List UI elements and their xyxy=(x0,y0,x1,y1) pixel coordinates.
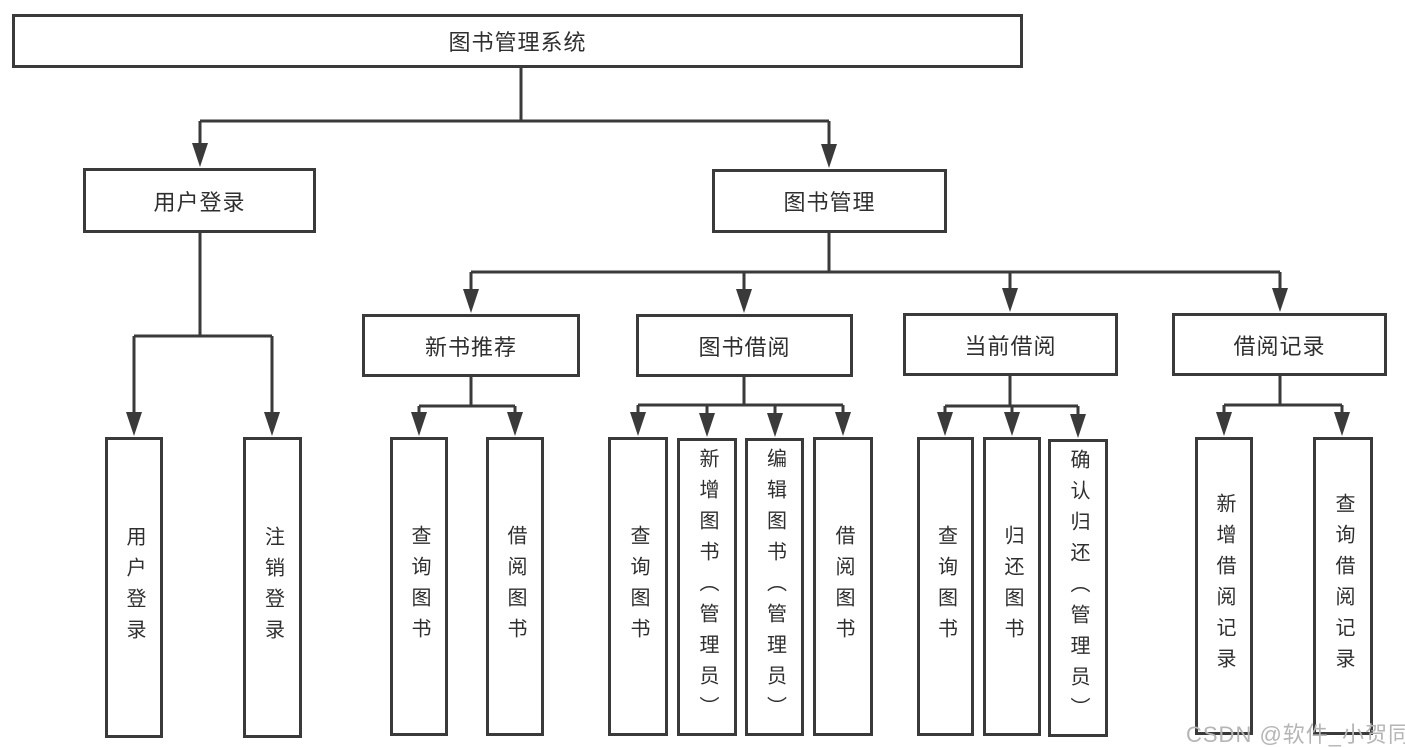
node-book-management: 图书管理 xyxy=(712,169,947,233)
leaf-bb-edit-books-admin: 编辑图书（管理员） xyxy=(745,438,804,736)
connector-new-book-rec-children xyxy=(411,377,523,436)
connector-root-to-level1 xyxy=(192,68,837,168)
connector-book-management-children xyxy=(463,233,1288,313)
connector-user-login-children xyxy=(126,233,280,436)
node-book-borrow: 图书借阅 xyxy=(636,314,853,377)
leaf-logout: 注销登录 xyxy=(243,437,302,738)
leaf-bb-query-books: 查询图书 xyxy=(608,437,668,736)
leaf-br-add-record: 新增借阅记录 xyxy=(1195,437,1253,735)
leaf-nbr-borrow-books: 借阅图书 xyxy=(486,437,544,736)
leaf-nbr-query-books: 查询图书 xyxy=(390,437,448,736)
node-root-system: 图书管理系统 xyxy=(12,14,1023,68)
leaf-cb-confirm-return-admin: 确认归还（管理员） xyxy=(1048,439,1108,737)
node-borrow-records: 借阅记录 xyxy=(1172,313,1387,376)
leaf-cb-return-books: 归还图书 xyxy=(983,437,1041,736)
node-current-borrow: 当前借阅 xyxy=(903,313,1118,376)
csdn-watermark: CSDN @软件_小贺同学 xyxy=(1186,722,1405,747)
leaf-cb-query-books: 查询图书 xyxy=(917,437,974,736)
node-new-book-recommend: 新书推荐 xyxy=(362,314,580,377)
leaf-user-login: 用户登录 xyxy=(105,437,163,738)
leaf-bb-add-books-admin: 新增图书（管理员） xyxy=(677,438,737,736)
node-user-login: 用户登录 xyxy=(83,168,316,233)
connector-book-borrow-children xyxy=(630,377,851,437)
connector-borrow-records-children xyxy=(1216,376,1350,436)
connector-current-borrow-children xyxy=(937,376,1086,438)
leaf-bb-borrow-books: 借阅图书 xyxy=(813,437,873,736)
leaf-br-query-record: 查询借阅记录 xyxy=(1313,437,1373,735)
